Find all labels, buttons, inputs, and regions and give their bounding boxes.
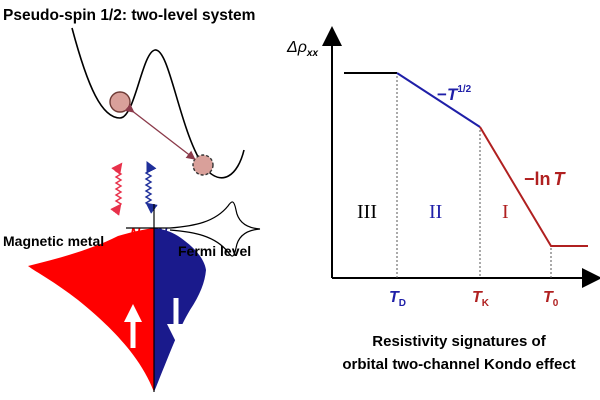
spin-down-arrow-icon	[167, 298, 185, 342]
tunneling-arrow	[124, 103, 196, 160]
caption-line-1: Resistivity signatures of	[372, 333, 546, 350]
fermi-resonance-peak	[169, 201, 261, 257]
region-III-label: III	[357, 201, 377, 223]
left-panel: Pseudo-spin 1/2: two-level system	[3, 7, 261, 392]
n-up-label: N↑	[130, 225, 145, 243]
region-I-label: I	[502, 201, 509, 223]
empty-state-ball	[192, 154, 214, 176]
magnetic-metal-label: Magnetic metal	[3, 233, 104, 249]
t0-tick-label: T0	[543, 289, 559, 309]
td-tick-label: TD	[389, 289, 406, 309]
power-law-label: −T1/2	[437, 84, 472, 104]
double-well-potential	[71, 27, 245, 179]
two-level-title: Pseudo-spin 1/2: two-level system	[3, 7, 255, 24]
spin-down-coupling-arrow	[144, 160, 158, 214]
fermi-level-label: Fermi level	[178, 243, 251, 259]
caption-line-2: orbital two-channel Kondo effect	[342, 356, 575, 373]
y-axis-label: Δρxx	[286, 39, 318, 59]
occupied-state-ball	[109, 91, 131, 113]
power-law-segment	[396, 72, 481, 128]
log-law-segment	[479, 126, 588, 247]
region-II-label: II	[429, 201, 442, 223]
spin-up-dos	[28, 228, 154, 392]
n-down-label: N↓	[157, 225, 172, 243]
spin-down-dos	[154, 228, 206, 392]
tk-tick-label: TK	[472, 289, 490, 309]
spin-up-arrow-icon	[124, 304, 142, 348]
spin-up-coupling-arrow	[110, 162, 123, 216]
